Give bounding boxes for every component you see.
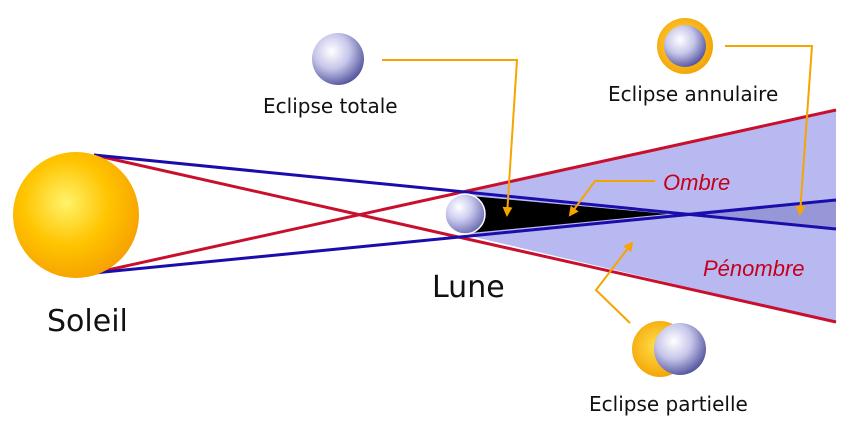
label-eclipse-partielle: Eclipse partielle — [589, 392, 748, 416]
antumbra-wedge — [668, 200, 836, 229]
label-ombre: Ombre — [663, 170, 730, 195]
callout-total — [382, 59, 519, 217]
eclipse-annular-icon — [657, 18, 713, 74]
label-soleil: Soleil — [47, 304, 128, 339]
label-penombre: Pénombre — [703, 256, 805, 281]
eclipse-partial-icon — [632, 321, 706, 377]
sun-icon — [13, 152, 139, 278]
label-eclipse-annulaire: Eclipse annulaire — [608, 82, 778, 106]
umbra-lines — [93, 153, 837, 275]
callout-annular — [725, 45, 814, 216]
penumbra-region — [470, 110, 836, 322]
callout-partial — [594, 241, 634, 324]
callout-umbra — [568, 180, 655, 217]
label-lune: Lune — [432, 270, 505, 305]
moon-icon — [444, 193, 486, 235]
callouts — [382, 45, 814, 324]
label-eclipse-totale: Eclipse totale — [263, 94, 398, 118]
eclipse-total-icon — [312, 33, 364, 85]
